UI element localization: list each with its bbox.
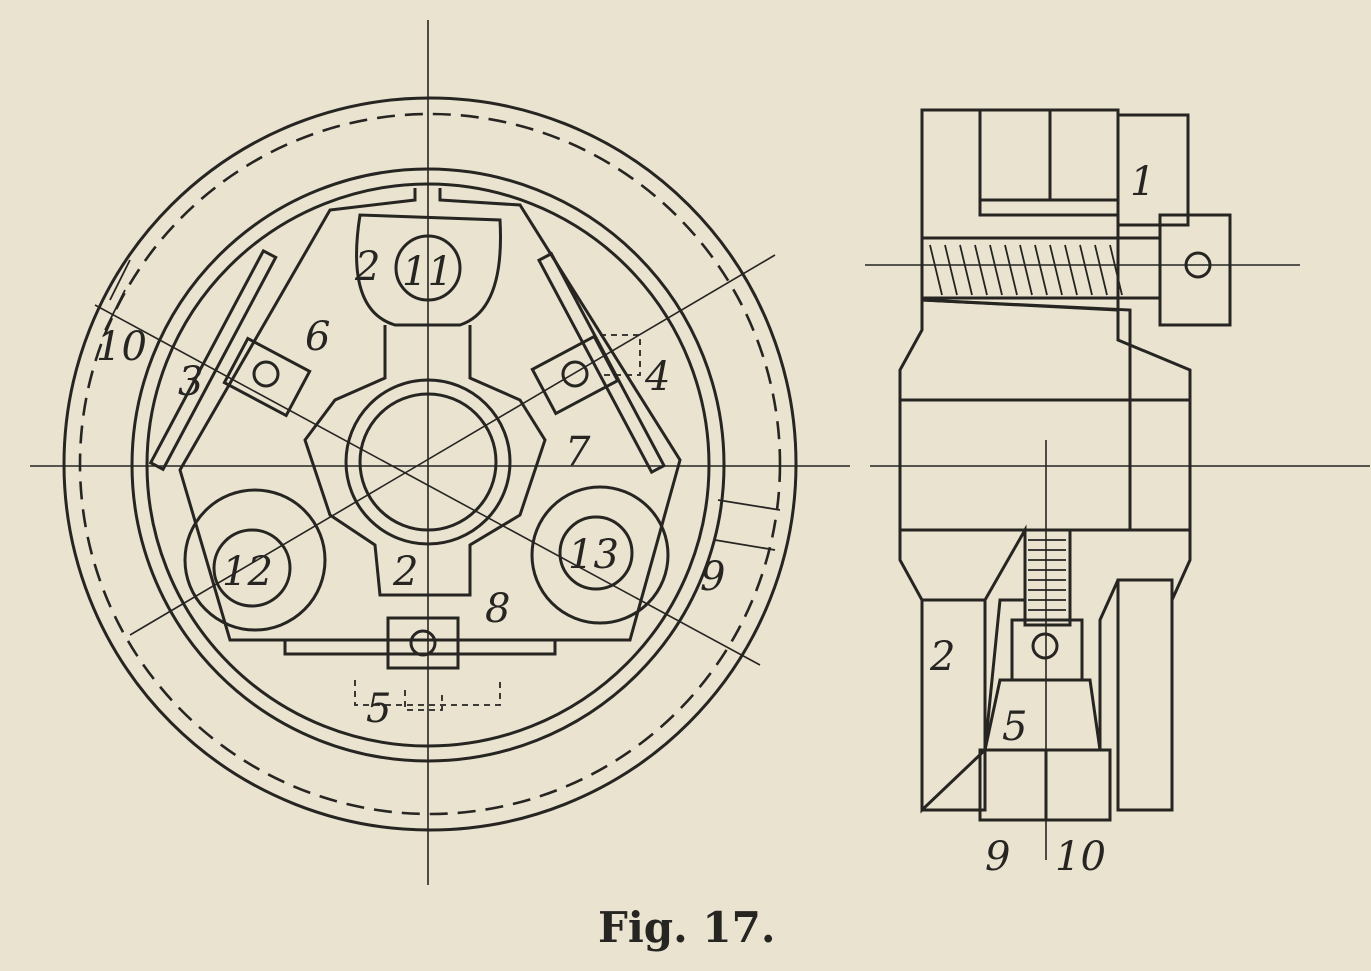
bore — [898, 398, 1192, 532]
spring-slot-bottom — [1023, 528, 1072, 627]
section-label-2: 2 — [929, 634, 955, 680]
hub-inner — [358, 392, 498, 532]
pin-12 — [212, 528, 292, 608]
hub-outer — [344, 378, 512, 546]
outer-rim — [62, 96, 798, 832]
label-5: 5 — [366, 686, 391, 732]
label-4: 4 — [644, 354, 670, 400]
label-7: 7 — [565, 429, 591, 475]
spring-top — [929, 244, 1123, 296]
housing-ring-outer — [130, 167, 726, 763]
section-label-5: 5 — [1002, 704, 1027, 750]
label-2-top: 2 — [354, 244, 380, 290]
slide-bar-left — [148, 248, 278, 472]
adjust-block-right — [530, 334, 620, 416]
rim-dashed-circle — [78, 112, 782, 816]
section-label-1: 1 — [1130, 159, 1155, 205]
figure-caption: Fig. 17. — [598, 903, 775, 952]
label-13: 13 — [568, 532, 619, 578]
label-9: 9 — [700, 554, 725, 600]
adjust-block-bottom — [386, 616, 460, 670]
pin-11 — [394, 234, 462, 302]
label-12: 12 — [222, 549, 273, 595]
section-label-10: 10 — [1055, 834, 1106, 880]
adjust-block-left — [222, 336, 312, 418]
hub-upper-hatch — [898, 108, 1192, 402]
label-3: 3 — [178, 359, 203, 405]
lobe-top — [355, 213, 502, 327]
lobe-right — [530, 485, 670, 625]
adjust-block-bottom-section — [1010, 618, 1084, 682]
label-2-bottom: 2 — [392, 549, 418, 595]
housing-ring-inner — [145, 182, 711, 748]
section-view: 1 2 5 9 10 — [865, 108, 1370, 880]
pin-13 — [558, 515, 634, 591]
front-view: 11 2 10 3 6 4 7 12 13 9 2 8 5 — [30, 20, 850, 885]
label-11: 11 — [402, 249, 453, 295]
spider-carrier — [303, 325, 547, 597]
lobe-left — [183, 488, 327, 632]
adjust-block-top — [1158, 213, 1232, 327]
slide-bar-bottom — [283, 638, 557, 656]
label-6: 6 — [305, 314, 330, 360]
section-label-9: 9 — [985, 834, 1010, 880]
label-10: 10 — [96, 324, 147, 370]
label-8: 8 — [485, 586, 510, 632]
